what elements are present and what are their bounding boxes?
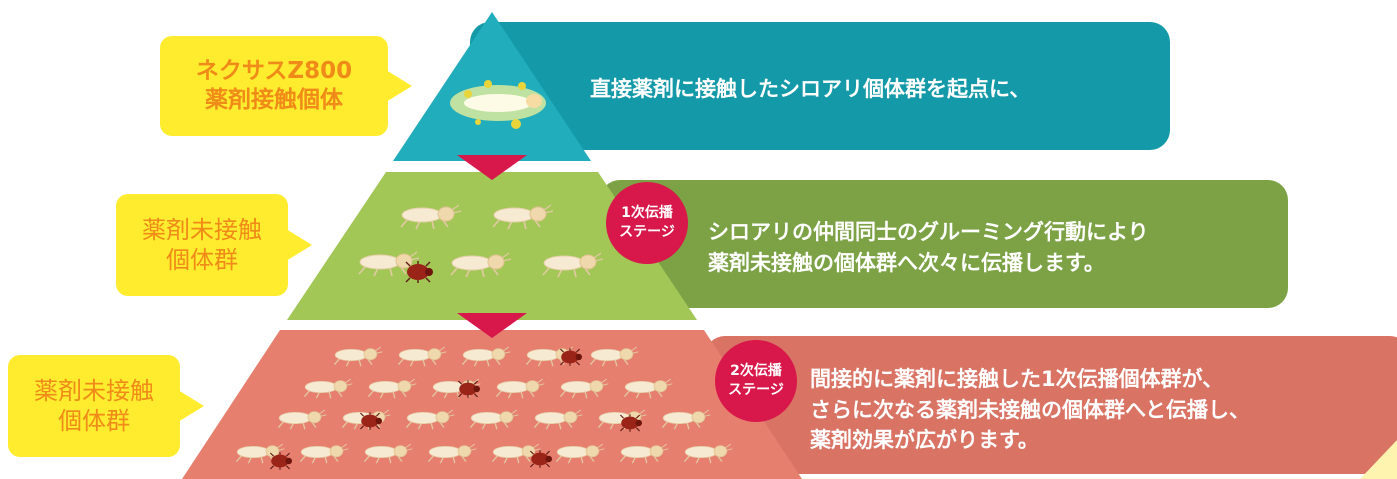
tier2-panel: [600, 180, 1288, 308]
callout-treated-individuals: ネクサスZ800 薬剤接触個体: [160, 36, 412, 136]
termite-icon: [495, 378, 545, 399]
soldier-termite-icon: [560, 348, 582, 366]
description-line: シロアリの仲間同士のグルーミング行動により: [708, 219, 1149, 244]
soldier-termite-icon: [458, 380, 480, 398]
pyramid-tier3: [182, 330, 802, 479]
termite-icon: [623, 378, 673, 399]
termite-icon: [661, 409, 711, 430]
termite-icon: [299, 443, 349, 464]
termite-icon: [277, 409, 327, 430]
description-line: さらに次なる薬剤未接触の個体群へと伝播し、: [810, 397, 1250, 422]
termite-icon: [397, 346, 447, 367]
termite-icon: [363, 443, 413, 464]
pyramid-tier2: [287, 172, 697, 320]
description-line: 薬剤効果が広がります。: [810, 428, 1039, 453]
description-line: 間接的に薬剤に接触した1次伝播個体群が、: [810, 367, 1224, 392]
description-line: 薬剤未接触の個体群へ次々に伝播します。: [708, 251, 1105, 275]
callout-line: 薬剤未接触: [34, 377, 154, 405]
termite-icon: [303, 378, 353, 399]
termite-icon: [683, 443, 733, 464]
termite-icon: [400, 204, 462, 230]
tier2-description: シロアリの仲間同士のグルーミング行動により 薬剤未接触の個体群へ次々に伝播します…: [708, 206, 1268, 290]
termite-icon: [559, 378, 609, 399]
termite-icon: [619, 443, 669, 464]
termite-icon: [450, 252, 512, 278]
description-line: 直接薬剤に接触したシロアリ個体群を起点に、: [590, 77, 1031, 102]
corner-decoration: [1360, 440, 1397, 479]
termite-icon: [555, 443, 605, 464]
tier3-panel: [705, 336, 1397, 474]
termite-icon: [533, 409, 583, 430]
treated-termite-icon: [450, 80, 546, 129]
callout-line: 薬剤未接触: [142, 216, 262, 244]
callout-line: 個体群: [166, 246, 238, 274]
soldier-termite-icon: [405, 261, 433, 283]
termite-icon: [589, 346, 639, 367]
callout-untreated-group-2: 薬剤未接触 個体群: [8, 355, 204, 457]
badge-line: ステージ: [728, 382, 784, 398]
badge-line: 2次伝播: [730, 363, 782, 380]
soldier-termite-icon: [270, 452, 292, 470]
soldier-termite-icon: [360, 412, 382, 430]
stage2-badge: 2次伝播 ステージ: [715, 340, 797, 422]
soldier-termite-icon: [620, 414, 642, 432]
soldier-termite-icon: [530, 450, 552, 468]
down-arrow-1: [457, 155, 527, 180]
tier1-panel: [470, 22, 1170, 150]
termite-icon: [461, 346, 511, 367]
termite-icon: [367, 378, 417, 399]
badge-line: ステージ: [619, 224, 675, 240]
termite-icon: [492, 204, 554, 230]
termite-icon: [333, 346, 383, 367]
callout-line: 個体群: [58, 407, 130, 435]
callout-line: ネクサスZ800: [195, 58, 353, 85]
badge-line: 1次伝播: [621, 205, 673, 222]
tier1-description: 直接薬剤に接触したシロアリ個体群を起点に、: [590, 60, 1150, 120]
callout-line: 薬剤接触個体: [205, 87, 343, 113]
termite-icon: [491, 443, 541, 464]
termite-icon: [469, 409, 519, 430]
stage1-badge: 1次伝播 ステージ: [606, 182, 688, 264]
tier3-description: 間接的に薬剤に接触した1次伝播個体群が、 さらに次なる薬剤未接触の個体群へと伝播…: [810, 354, 1380, 466]
termite-icon: [235, 443, 285, 464]
termite-icon: [542, 252, 604, 278]
termite-icon: [427, 443, 477, 464]
callout-untreated-group-1: 薬剤未接触 個体群: [116, 194, 312, 296]
down-arrow-2: [457, 313, 527, 338]
termite-icon: [405, 409, 455, 430]
